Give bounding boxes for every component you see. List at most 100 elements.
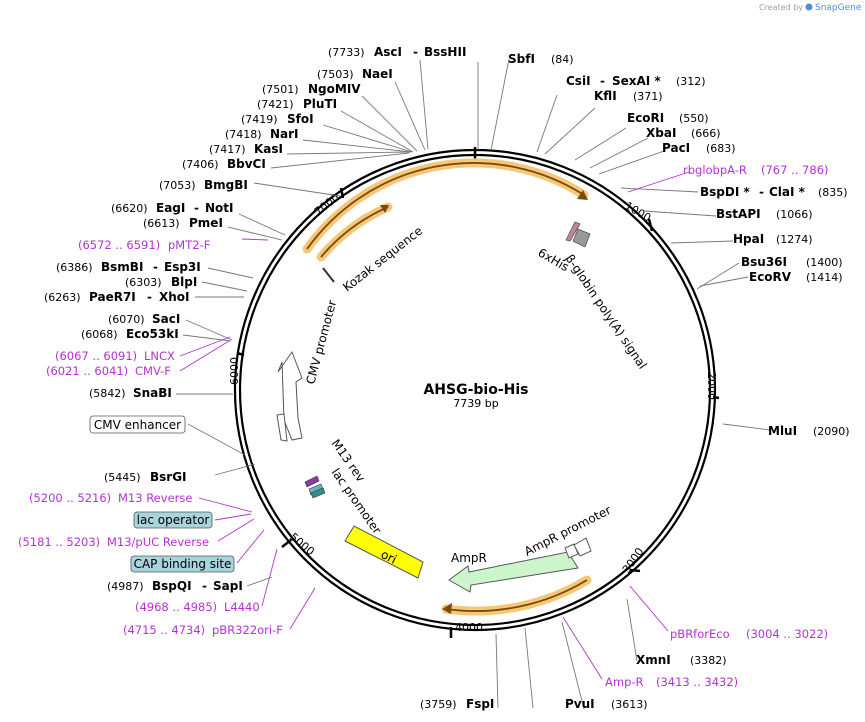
enzyme-claI: ClaI * [769,185,806,199]
tick-3000 [629,568,641,573]
primer-rbglobpA-R-range: (767 .. 786) [761,163,829,177]
ampr-promoter-box [564,543,579,559]
ori-shape [344,525,424,579]
enzyme-snaBI: SnaBI [133,386,172,400]
enzyme-bsmBI: BsmBI [101,260,143,274]
cmv-enhancer-label: CMV enhancer [94,418,181,432]
cap-binding-marker [310,487,326,499]
primer-leader-lines [179,171,690,680]
enzyme-kasI: KasI [254,142,283,156]
beta-globin-label: β-globin poly(A) signal [563,252,650,372]
enzyme-paeR7I-pos: (6263) [44,291,81,304]
enzyme-xbaI: XbaI [646,126,676,140]
primer-LNCX: LNCX [144,349,175,363]
enzyme-ascI: AscI [374,45,402,59]
enzyme-snaBI-pos: (5842) [89,387,126,400]
enzyme-esp3I: Esp3I [164,260,201,274]
enzyme-leader-lines [176,58,771,710]
enzyme-xmnI: XmnI [636,653,671,667]
enzyme-bsu36I: Bsu36I [741,255,787,269]
enzyme-bspDI-sep: - [759,185,764,199]
enzyme-xmnI-pos: (3382) [690,654,727,667]
enzyme-sfoI: SfoI [287,112,314,126]
enzyme-bstAPI: BstAPI [716,207,761,221]
enzyme-bspQI-pos: (4987) [107,580,144,593]
m13-rev-marker [304,475,320,488]
ampr-promoter-arrow [573,537,592,557]
orf-outer-arrow [302,158,589,254]
enzyme-pmeI-pos: (6613) [143,217,180,230]
enzyme-bbvCI: BbvCI [227,157,266,171]
primer-CMV-F: CMV-F [135,364,171,378]
enzyme-sfoI-pos: (7419) [241,113,278,126]
enzyme-csiI: CsiI [566,74,591,88]
snapgene-logo: SnapGene [805,3,862,13]
enzyme-sbfI-pos: (84) [551,53,574,66]
enzyme-eagI-pos: (6620) [111,202,148,215]
enzyme-bspDI: BspDI * [700,185,750,199]
cmv-enhancer-shape [276,413,288,442]
enzyme-sexAI: SexAI * [612,74,661,88]
enzyme-csiI-sep: - [600,74,605,88]
enzyme-mluI-pos: (2090) [813,425,850,438]
enzyme-bssHII: BssHII [424,45,466,59]
primer-pBR322ori-F-range: (4715 .. 4734) [123,623,205,637]
enzyme-ecoRI: EcoRI [627,111,664,125]
tick-label-6000: 6000 [228,357,241,385]
enzyme-ecoRV: EcoRV [749,270,792,284]
enzyme-eagI: EagI [156,201,185,215]
lac-operator-box: lac operator [133,511,213,529]
primer-LNCX-range: (6067 .. 6091) [55,349,137,363]
orf-bottom-arrow [441,575,592,616]
lac-operator-label: lac operator [137,513,210,527]
enzyme-bsmBI-sep: - [153,260,158,274]
cmv-promoter-label: CMV promoter [303,299,339,386]
primer-pMT2-F: pMT2-F [168,238,210,252]
plasmid-size: 7739 bp [453,397,498,410]
enzyme-ngoMIV: NgoMIV [308,82,361,96]
primer-M13-pUC-Reverse: M13/pUC Reverse [107,535,209,549]
primer-CMV-F-range: (6021 .. 6041) [46,364,128,378]
enzyme-pacI: PacI [662,141,690,155]
primer-pBR322ori-F: pBR322ori-F [212,623,283,637]
enzyme-kflI: KflI [594,89,617,103]
tick-2000 [712,395,720,400]
enzyme-bsrGI-pos: (5445) [104,471,141,484]
enzyme-sacI: SacI [152,312,180,326]
primer-L4440-range: (4968 .. 4985) [135,600,217,614]
ori-label: ori [379,547,399,567]
enzyme-sbfI: SbfI [508,52,535,66]
enzyme-paeR7I: PaeR7I [89,290,136,304]
enzyme-pluTI-pos: (7421) [257,98,294,111]
enzyme-mluI: MluI [768,424,797,438]
tick-6000 [236,351,245,357]
beta-globin-shape [572,228,591,248]
enzyme-eco53kI-pos: (6068) [81,328,118,341]
enzyme-kasI-pos: (7417) [209,143,246,156]
enzyme-xbaI-pos: (666) [691,127,721,140]
enzyme-ascI-sep: - [413,45,418,59]
tick-label-4000: 4000 [455,621,483,634]
enzyme-bstAPI-pos: (1066) [776,208,813,221]
ampr-label: AmpR [451,551,487,565]
enzyme-bsu36I-pos: (1400) [806,256,843,269]
his-tag-shape [565,221,581,242]
enzyme-hpaI-pos: (1274) [776,233,813,246]
enzyme-blpI-pos: (6303) [125,276,162,289]
enzyme-pvuI: PvuI [565,697,595,711]
cmv-enhancer-box: CMV enhancer [89,415,186,434]
tick-label-2000: 2000 [705,372,718,400]
enzyme-ascI-pos: (7733) [328,46,365,59]
primer-M13-Reverse: M13 Reverse [118,491,192,505]
enzyme-naeI: NaeI [362,67,393,81]
enzyme-narI-pos: (7418) [225,128,262,141]
snapgene-logo-icon [805,3,813,11]
primer-Amp-R: Amp-R [605,675,644,689]
primer-pBRforEco: pBRforEco [670,627,730,641]
kozak-marker [322,267,335,283]
snapgene-brand: SnapGene [815,3,862,13]
kozak-label: Kozak sequence [340,224,425,295]
enzyme-ecoRI-pos: (550) [679,112,709,125]
primer-rbglobpA-R: rbglobpA-R [683,163,747,177]
